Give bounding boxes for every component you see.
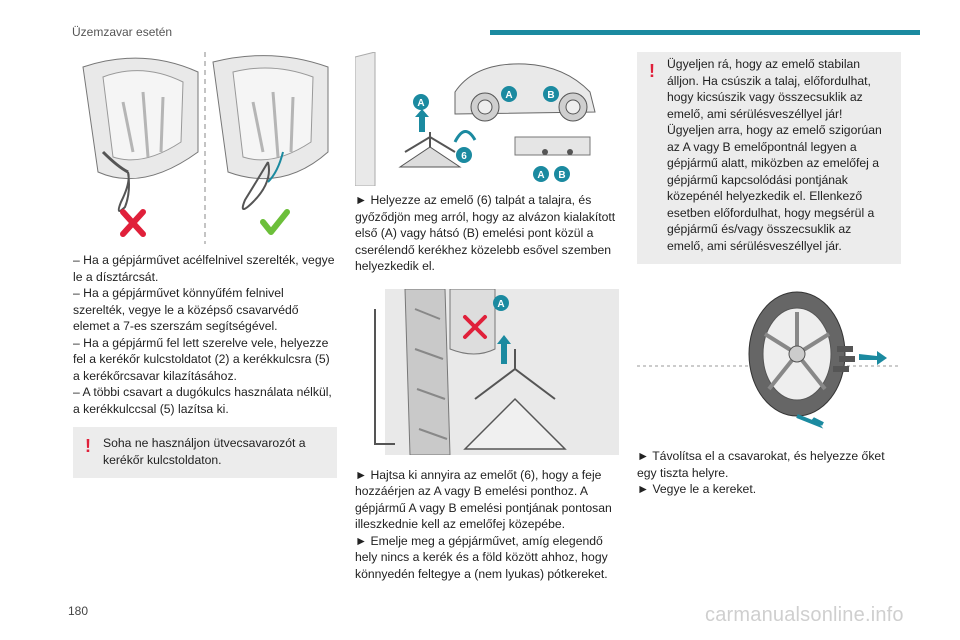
instruction-item: ► Vegye le a kereket.	[637, 482, 757, 496]
instruction-item: – Ha a gépjárművet könnyűfém felnivel sz…	[73, 286, 299, 333]
label-a-strip-badge: A	[533, 166, 549, 182]
warning-icon: !	[85, 436, 91, 456]
cross-icon	[120, 209, 146, 237]
instruction-item: ► Távolítsa el a csavarokat, és helyezze…	[637, 449, 885, 480]
column-3: ! Ügyeljen rá, hogy az emelő stabilan ál…	[637, 52, 901, 498]
instruction-item: – A többi csavart a dugókulcs használata…	[73, 385, 332, 416]
figure-jack-points: A 6 A B A B	[355, 52, 619, 186]
label-a-car-badge: A	[501, 86, 517, 102]
warning-text: Soha ne használjon ütvecsavarozót a keré…	[103, 436, 306, 467]
instruction-item: – Ha a gépjármű fel lett szerelve vele, …	[73, 335, 330, 383]
column-2: A 6 A B A B ► Helyezze az	[355, 52, 619, 582]
label-b-car-text: B	[547, 90, 554, 101]
warning-box-jack: ! Ügyeljen rá, hogy az emelő stabilan ál…	[637, 52, 901, 264]
figure-wheel-cover-removal	[73, 52, 337, 244]
warning-box: ! Soha ne használjon ütvecsavarozót a ke…	[73, 427, 337, 478]
col1-instructions: – Ha a gépjárművet acélfelnivel szerelté…	[73, 252, 337, 417]
col3-instructions: ► Távolítsa el a csavarokat, és helyezze…	[637, 448, 901, 498]
warning-icon: !	[649, 61, 655, 81]
label-a-lift-badge: A	[493, 294, 509, 311]
instruction-item: ► Hajtsa ki annyira az emelőt (6), hogy …	[355, 467, 612, 532]
label-b-strip-text: B	[558, 170, 565, 181]
label-six-badge: 6	[456, 147, 472, 163]
label-b-car-badge: B	[543, 86, 559, 102]
col2-para2: ► Hajtsa ki annyira az emelőt (6), hogy …	[355, 467, 619, 583]
label-a-badge: A	[413, 94, 429, 110]
label-a-car-text: A	[505, 90, 512, 101]
label-a-text: A	[417, 98, 424, 109]
watermark: carmanualsonline.info	[705, 604, 904, 626]
figure-jack-lift: A	[355, 288, 619, 455]
column-1: – Ha a gépjárművet acélfelnivel szerelté…	[73, 52, 337, 478]
warning-text: Ügyeljen rá, hogy az emelő stabilan állj…	[667, 57, 871, 121]
header-accent-bar	[490, 30, 920, 35]
label-a-strip-text: A	[537, 170, 544, 181]
warning-text: Ügyeljen arra, hogy az emelő szigorúan a…	[667, 123, 882, 253]
label-b-strip-badge: B	[554, 166, 570, 182]
instruction-item: – Ha a gépjárművet acélfelnivel szerelté…	[73, 253, 335, 284]
col2-para1: ► Helyezze az emelő (6) talpát a talajra…	[355, 193, 616, 273]
instruction-item: ► Emelje meg a gépjárművet, amíg elegend…	[355, 533, 608, 581]
figure-wheel-bolts	[637, 284, 901, 434]
label-six-text: 6	[461, 151, 467, 162]
section-title: Üzemzavar esetén	[72, 25, 173, 39]
check-icon	[260, 209, 290, 235]
label-a-lift-text: A	[497, 299, 504, 310]
page-number: 180	[68, 604, 89, 618]
